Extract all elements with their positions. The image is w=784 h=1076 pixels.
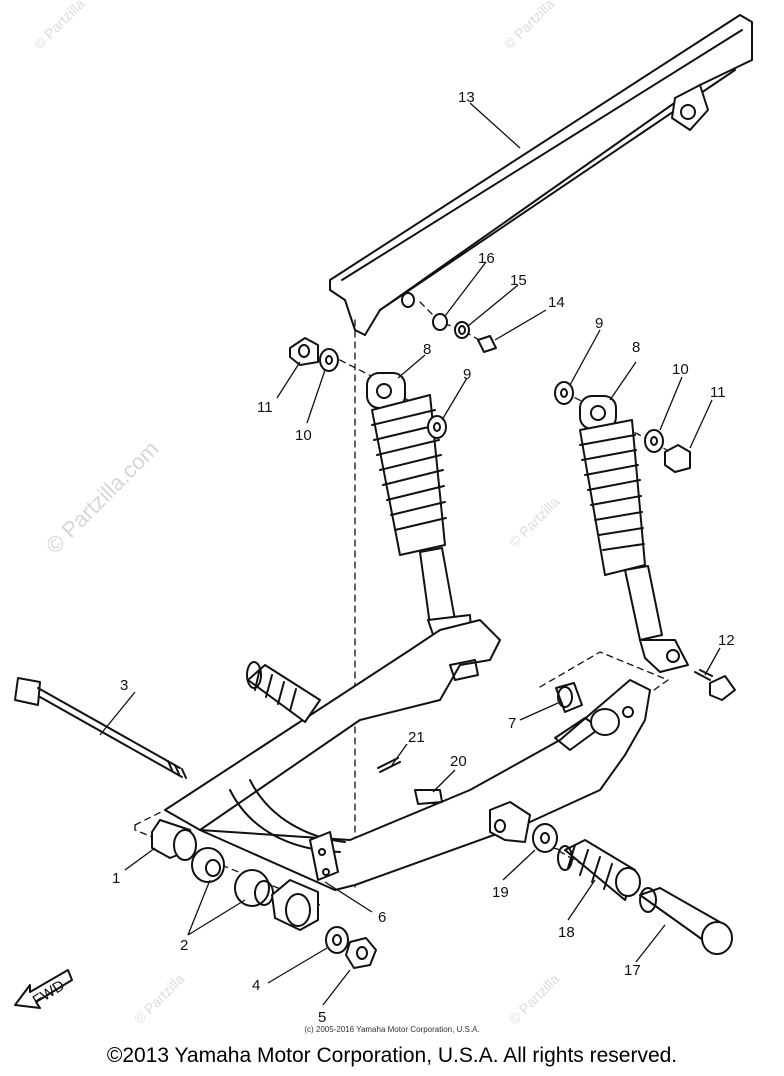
upper-left-hardware xyxy=(289,337,447,439)
label-8-right: 8 xyxy=(632,339,640,356)
footrest-shaft xyxy=(639,887,733,955)
label-6: 6 xyxy=(378,909,386,926)
label-9-right: 9 xyxy=(595,315,603,332)
swing-arm xyxy=(164,619,651,891)
label-20: 20 xyxy=(450,753,467,770)
small-copyright: (c) 2005-2016 Yamaha Motor Corporation, … xyxy=(304,1025,480,1034)
label-10-left: 10 xyxy=(295,427,312,444)
watermark-right: © Partzilla xyxy=(506,493,563,550)
label-17: 17 xyxy=(624,962,641,979)
footer-copyright: ©2013 Yamaha Motor Corporation, U.S.A. A… xyxy=(106,1044,678,1067)
label-5: 5 xyxy=(318,1009,326,1026)
part-labels: 13 16 15 14 8 9 11 10 9 8 10 11 12 3 7 2… xyxy=(30,89,735,1026)
label-9-left: 9 xyxy=(463,366,471,383)
watermark-bottom-left: © Partzilla xyxy=(131,970,188,1027)
label-15: 15 xyxy=(510,272,527,289)
watermark-top-right: © Partzilla xyxy=(501,0,558,52)
label-16: 16 xyxy=(478,250,495,267)
bracket-and-washer xyxy=(489,801,558,853)
watermark-top-left: © Partzilla xyxy=(31,0,88,52)
label-3: 3 xyxy=(120,677,128,694)
label-14: 14 xyxy=(548,294,565,311)
left-footrest xyxy=(246,661,321,723)
label-12: 12 xyxy=(718,632,735,649)
label-7: 7 xyxy=(508,715,516,732)
upper-right-hardware xyxy=(554,381,691,473)
label-8-left: 8 xyxy=(423,341,431,358)
label-11-left: 11 xyxy=(257,399,273,416)
upper-mount-hardware xyxy=(432,313,497,353)
label-21: 21 xyxy=(408,729,425,746)
label-1: 1 xyxy=(112,870,120,887)
label-2: 2 xyxy=(180,937,188,954)
label-19: 19 xyxy=(492,884,509,901)
label-18: 18 xyxy=(558,924,575,941)
watermark-left: © Partzilla.com xyxy=(41,436,164,559)
left-shock-absorber xyxy=(366,372,473,656)
right-footrest xyxy=(557,839,641,901)
label-10-right: 10 xyxy=(672,361,689,378)
pivot-nut-washer xyxy=(325,926,377,969)
lower-shock-bolt xyxy=(694,669,736,701)
label-13: 13 xyxy=(458,89,475,106)
fwd-arrow-icon xyxy=(14,969,73,1009)
chain-case xyxy=(329,14,753,336)
collar xyxy=(555,682,634,736)
label-11-right: 11 xyxy=(710,384,726,401)
watermark-bottom-right: © Partzilla xyxy=(506,970,563,1027)
label-4: 4 xyxy=(252,977,260,994)
right-shock-absorber xyxy=(579,395,689,673)
pin-and-cotter xyxy=(377,757,443,805)
leader-lines xyxy=(99,102,721,1006)
pivot-bushings xyxy=(151,819,319,931)
pivot-shaft xyxy=(14,677,187,779)
